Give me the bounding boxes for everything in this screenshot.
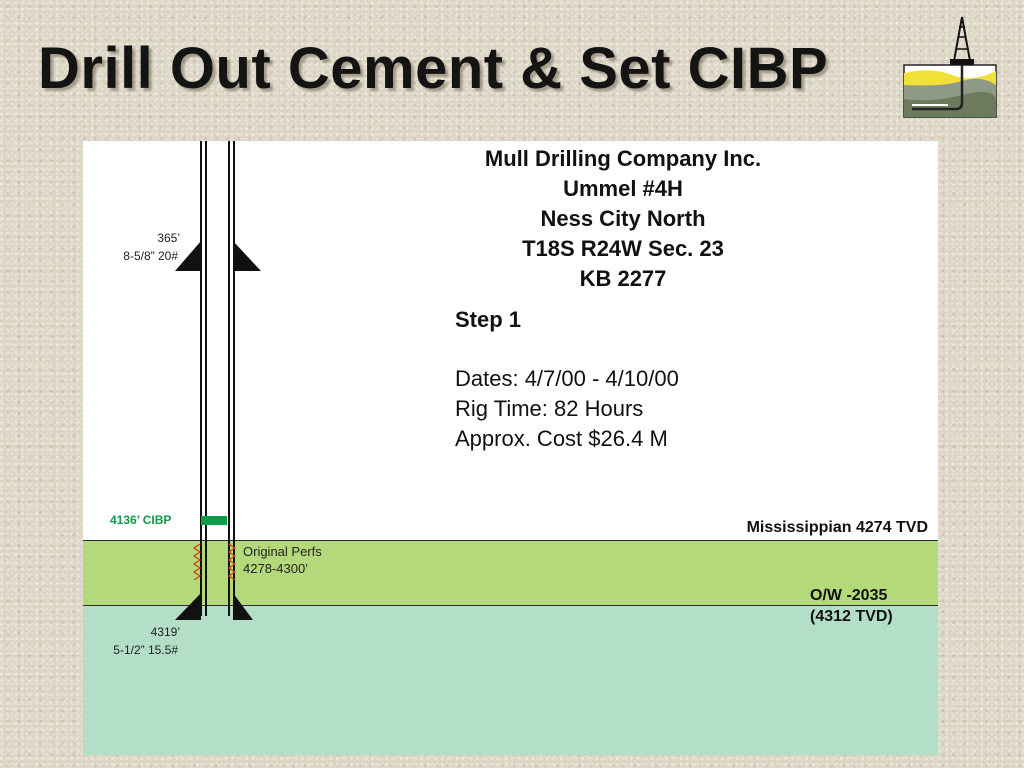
well-name: Ummel #4H: [563, 176, 683, 201]
surface-shoe-left: [175, 241, 201, 271]
surface-casing-depth: 365’: [157, 231, 180, 245]
casing-inner-right: [228, 141, 230, 616]
casing-outer-right: [233, 141, 235, 616]
company-name: Mull Drilling Company Inc.: [484, 146, 762, 171]
step-label: Step 1: [455, 307, 522, 332]
perfs-interval: 4278-4300’: [243, 561, 309, 576]
production-casing-depth: 4319’: [150, 625, 180, 639]
oil-water-contact: O/W -2035 (4312 TVD): [810, 585, 893, 627]
perfs-label: Original Perfs: [243, 544, 322, 559]
perforations-left-icon: [192, 544, 202, 580]
step-rig-time: Rig Time: 82 Hours: [455, 396, 644, 421]
slide-title: Drill Out Cement & Set CIBP: [38, 36, 829, 101]
cibp-label: 4136’ CIBP: [110, 513, 172, 527]
step-details: Dates: 4/7/00 - 4/10/00 Rig Time: 82 Hou…: [455, 364, 679, 454]
kelly-bushing: KB 2277: [579, 266, 667, 291]
well-location: T18S R24W Sec. 23: [522, 236, 724, 261]
surface-shoe-right: [233, 241, 261, 271]
surface-casing-spec: 8-5/8” 20#: [123, 249, 178, 263]
step-dates: Dates: 4/7/00 - 4/10/00: [455, 366, 679, 391]
oil-water-contact-tvd: (4312 TVD): [810, 608, 893, 625]
field-name: Ness City North: [540, 206, 706, 231]
wellbore-diagram: 365’ 8-5/8” 20# 4319’ 5-1/2” 15.5# 4136’…: [83, 141, 938, 755]
formation-label: Mississippian 4274 TVD: [746, 519, 928, 536]
mississippian-zone: [83, 540, 938, 606]
production-shoe-right: [233, 593, 253, 620]
production-casing-spec: 5-1/2” 15.5#: [113, 643, 178, 657]
perforations-right-icon: [227, 544, 237, 580]
production-shoe-left: [175, 593, 201, 620]
casing-inner-left: [205, 141, 207, 616]
oil-water-contact-label: O/W -2035: [810, 587, 888, 604]
cibp-plug: [201, 516, 227, 525]
well-header: Mull Drilling Company Inc. Ummel #4H Nes…: [413, 144, 833, 294]
casing-outer-left: [200, 141, 202, 616]
step-cost: Approx. Cost $26.4 M: [455, 426, 668, 451]
oil-rig-logo-icon: [903, 16, 997, 118]
water-zone: [83, 606, 938, 755]
